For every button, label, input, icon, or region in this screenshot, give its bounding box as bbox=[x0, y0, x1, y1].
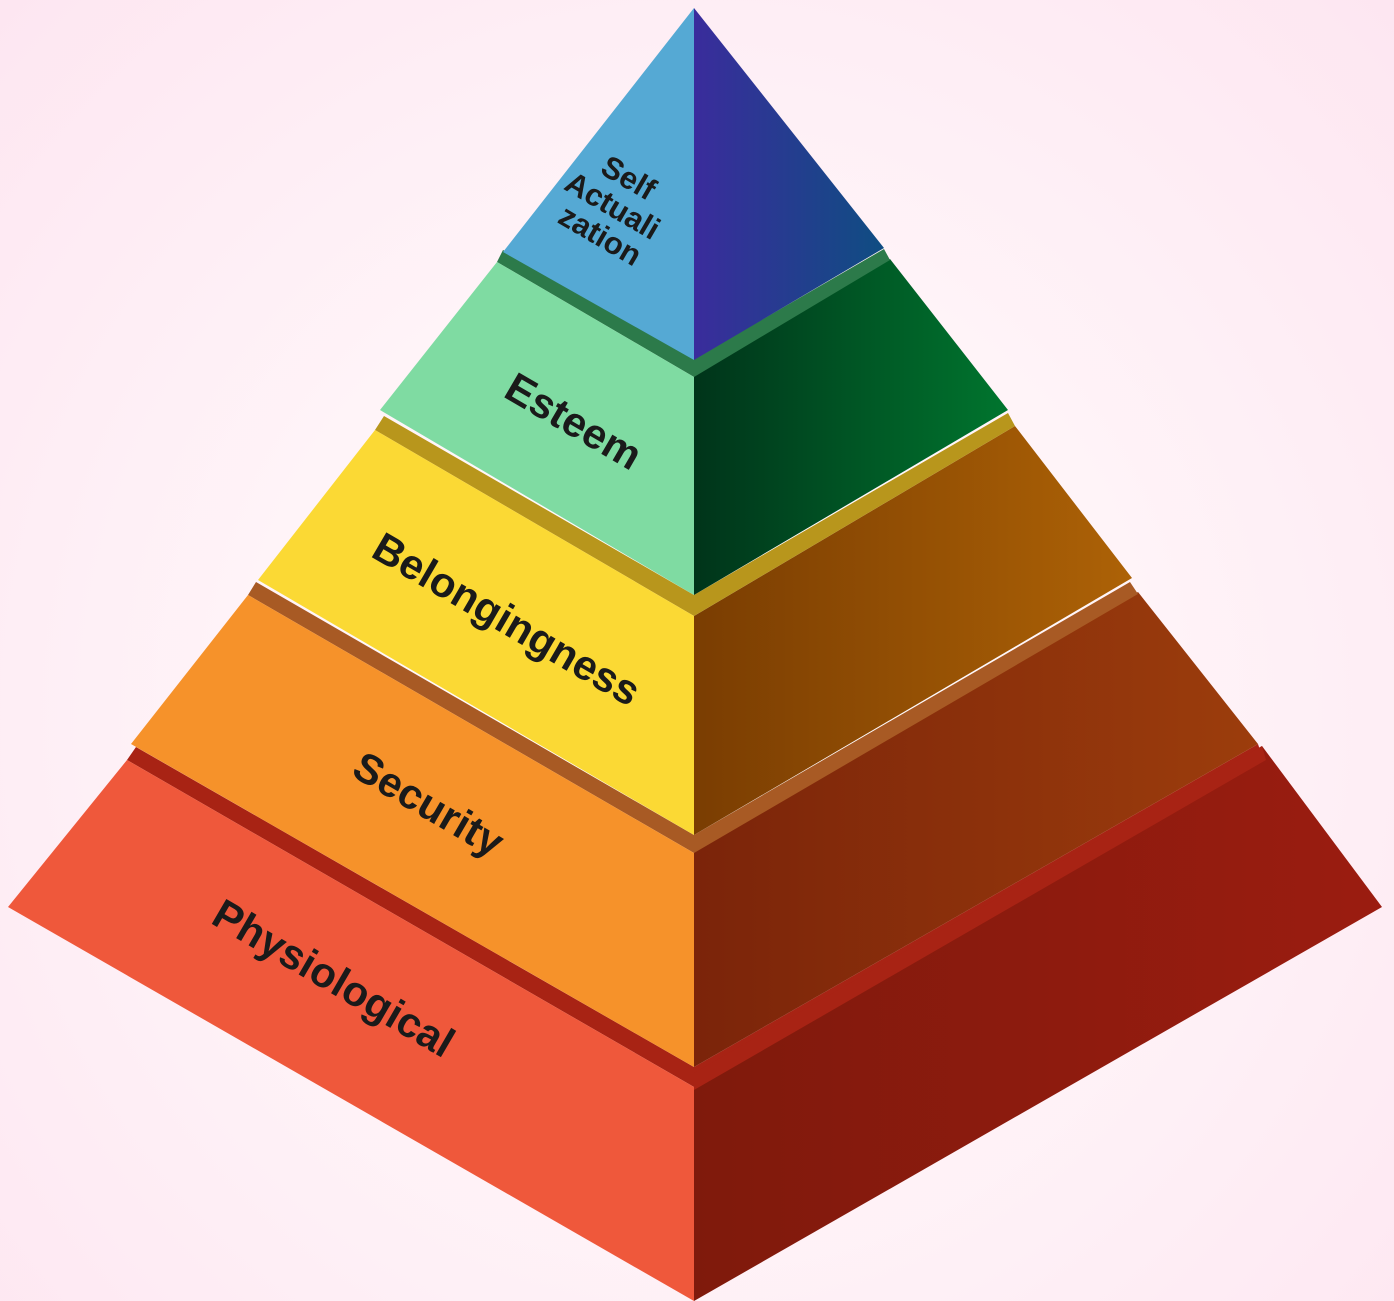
belongingness-front-face bbox=[258, 430, 694, 835]
belongingness-side-face bbox=[694, 426, 1132, 835]
pyramid-level-security: Security bbox=[131, 582, 1258, 1067]
esteem-side-face bbox=[694, 259, 1008, 595]
self-actualization-front-face bbox=[503, 8, 694, 360]
pyramid-level-physiological: Physiological bbox=[8, 744, 1382, 1301]
physiological-side-rim bbox=[694, 746, 1266, 1090]
physiological-front-face bbox=[8, 760, 694, 1301]
self-actualization-side-face bbox=[694, 8, 884, 360]
pyramid-level-self-actualization: Self Actuali zation bbox=[503, 8, 884, 360]
physiological-side-face bbox=[694, 746, 1382, 1301]
pyramid-level-esteem: Esteem bbox=[380, 249, 1008, 595]
security-side-face bbox=[694, 592, 1258, 1067]
security-front-face bbox=[131, 595, 694, 1067]
esteem-front-face bbox=[380, 262, 694, 595]
